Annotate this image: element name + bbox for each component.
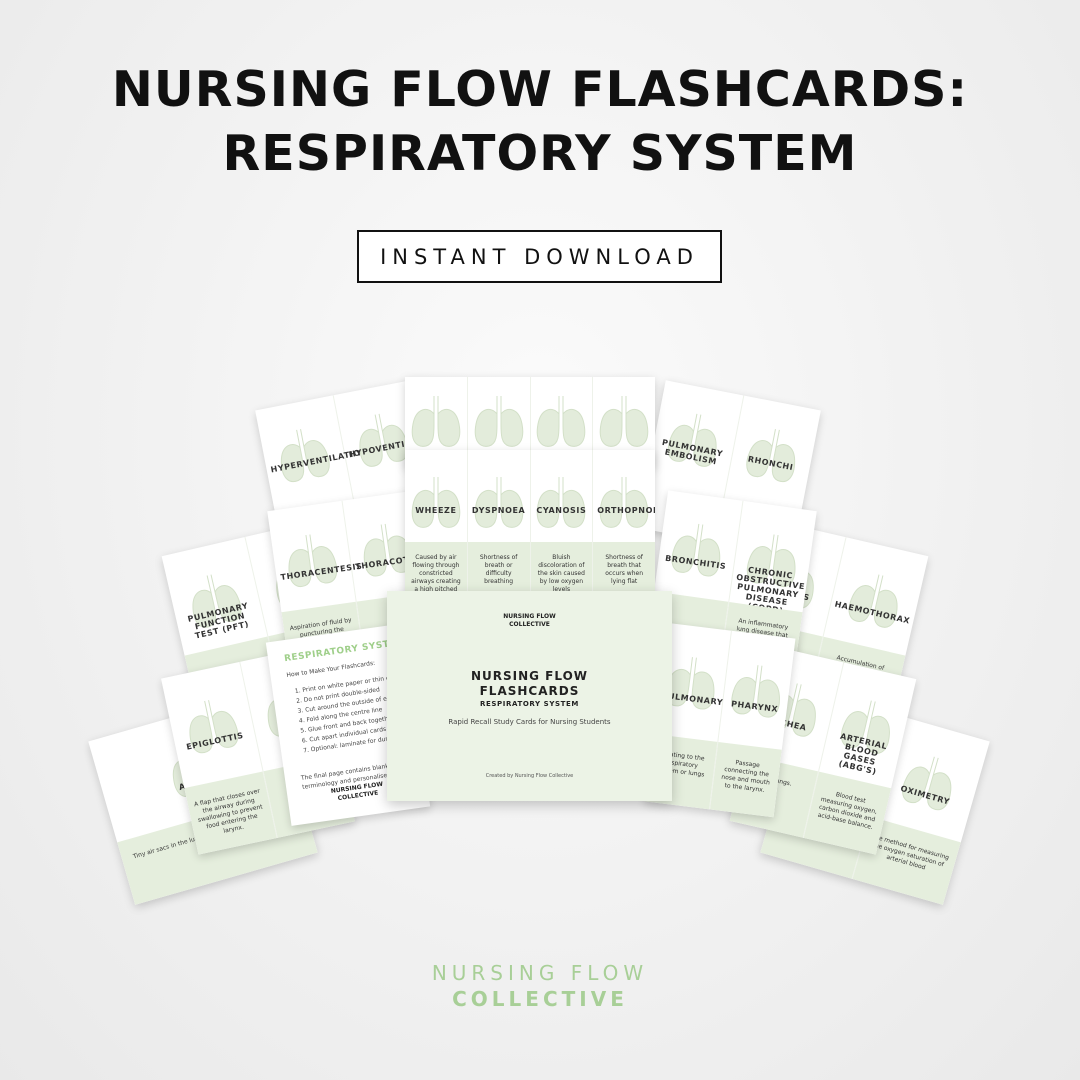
- flashcard-column: CYANOSIS Bluish discoloration of the skin…: [530, 450, 594, 598]
- flashcard-definition: Passage connecting the nose and mouth to…: [720, 758, 771, 794]
- front-credit: Created by Nursing Flow Collective: [485, 773, 574, 779]
- flashcard-column: [468, 377, 531, 467]
- flashcard-column: ARTERIAL BLOOD GASES (ABG'S)Blood test m…: [803, 662, 916, 855]
- front-brand-line-2: COLLECTIVE: [509, 621, 550, 628]
- flashcard-definition-panel: Bluish discoloration of the skin caused …: [530, 541, 593, 598]
- headline-line-2: RESPIRATORY SYSTEM: [222, 125, 858, 182]
- footer-brand-line-1: NURSING FLOW: [431, 961, 649, 985]
- flashcard-column: PULMONARY EMBOLISM: [637, 380, 744, 543]
- flashcard-column: DYSPNOEA Shortness of breath or difficult…: [467, 450, 531, 598]
- flashcard-definition: A flap that closes over the airway durin…: [193, 787, 264, 835]
- flashcard-column: BRONCHITIS: [645, 490, 743, 665]
- flashcard-term: WHEEZE: [415, 506, 457, 516]
- lungs-icon: [181, 563, 250, 636]
- lungs-icon: [533, 390, 589, 452]
- headline-line-1: NURSING FLOW FLASHCARDS:: [111, 61, 969, 118]
- flashcard-column: [593, 377, 655, 467]
- flashcard-definition: Bluish discoloration of the skin caused …: [537, 554, 585, 594]
- lungs-icon: [408, 390, 464, 452]
- lungs-icon: [841, 563, 910, 636]
- flashcard-definition: Shortness of breath that occurs when lyi…: [605, 554, 644, 586]
- flashcard-column: PULMONARY FUNCTION TEST (PFT): [161, 537, 283, 718]
- front-title-line-3: RESPIRATORY SYSTEM: [480, 700, 579, 708]
- lungs-icon: [408, 471, 464, 533]
- flashcard-column: [531, 377, 594, 467]
- front-title-line-2: FLASHCARDS: [479, 684, 580, 698]
- lungs-icon: [178, 689, 246, 761]
- flashcard-column: ORTHOPNOEA Shortness of breath that occur…: [593, 450, 655, 598]
- headline: NURSING FLOW FLASHCARDS: RESPIRATORY SYS…: [0, 58, 1080, 186]
- flashcard-term: ORTHOPNOEA: [597, 506, 655, 516]
- flashcard-columns: WHEEZE Caused by air flowing through cons…: [405, 450, 655, 598]
- lungs-icon: [471, 390, 527, 452]
- lungs-icon: [666, 515, 730, 584]
- flashcard-term: DYSPNOEA: [471, 506, 526, 516]
- instant-download-badge: INSTANT DOWNLOAD: [357, 230, 722, 283]
- front-tagline: Rapid Recall Study Cards for Nursing Stu…: [448, 718, 611, 726]
- lungs-icon: [596, 390, 652, 452]
- flashcard-definition: Shortness of breath or difficulty breath…: [479, 554, 518, 586]
- lungs-icon: [471, 471, 527, 533]
- flashcard-column: RHONCHI: [715, 395, 821, 557]
- front-brand-line-1: NURSING FLOW: [503, 613, 556, 620]
- flashcard-term: CYANOSIS: [536, 506, 587, 516]
- flashcard-column: [405, 377, 468, 467]
- flashcard-definition-panel: Caused by air flowing through constricte…: [405, 541, 467, 598]
- flashcard-column: HYPOVENTILATION: [333, 380, 439, 542]
- front-cover-card: NURSING FLOW COLLECTIVE NURSING FLOW FLA…: [387, 591, 672, 801]
- lungs-icon: [596, 471, 652, 533]
- lungs-icon: [661, 403, 728, 475]
- lungs-icon: [533, 471, 589, 533]
- instruction-subheading: How to Make Your Flashcards:: [286, 659, 376, 680]
- lungs-icon: [280, 525, 344, 594]
- flashcard-definition-panel: Shortness of breath or difficulty breath…: [467, 541, 530, 598]
- flashcard-mid-center: WHEEZE Caused by air flowing through cons…: [405, 450, 655, 598]
- lungs-icon: [725, 656, 788, 724]
- front-title-line-1: NURSING FLOW: [470, 669, 589, 683]
- lungs-icon: [270, 418, 337, 490]
- flashcard-column: HYPERVENTILATION: [255, 395, 369, 558]
- lungs-icon: [894, 744, 965, 819]
- lungs-icon: [739, 418, 806, 490]
- lungs-icon: [660, 648, 723, 716]
- lungs-icon: [740, 525, 804, 594]
- lungs-icon: [348, 403, 415, 475]
- flashcard-definition: Blood test measuring oxygen, carbon diox…: [817, 790, 878, 831]
- flashcard-column: WHEEZE Caused by air flowing through cons…: [405, 450, 468, 598]
- flashcard-column: CHRONIC OBSTRUCTIVE PULMONARY DISEASE (C…: [720, 501, 817, 675]
- flashcard-definition-panel: Passage connecting the nose and mouth to…: [709, 741, 782, 818]
- flashcard-definition-panel: Shortness of breath that occurs when lyi…: [593, 541, 655, 598]
- lungs-icon: [833, 689, 902, 762]
- footer-brand-line-2: COLLECTIVE: [452, 987, 628, 1011]
- flashcard-columns: [405, 377, 655, 467]
